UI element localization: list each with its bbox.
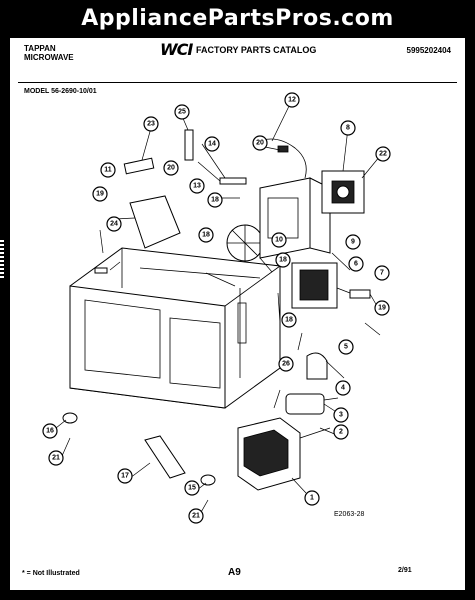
header-rule xyxy=(18,82,457,83)
callout-18c: 18 xyxy=(275,252,291,268)
callout-25: 25 xyxy=(174,104,190,120)
svg-text:19: 19 xyxy=(378,305,386,312)
callout-17: 17 xyxy=(117,468,133,484)
svg-text:5: 5 xyxy=(344,344,348,351)
callout-21b: 21 xyxy=(188,508,204,524)
hv-capacitor xyxy=(285,393,339,415)
svg-text:17: 17 xyxy=(121,473,129,480)
magnetron xyxy=(321,170,365,214)
callout-18d: 18 xyxy=(281,312,297,328)
callout-1: 1 xyxy=(304,490,320,506)
brand-block: TAPPAN MICROWAVE xyxy=(24,44,74,62)
power-transformer xyxy=(237,417,331,491)
watermark: AppliancePartsPros.com xyxy=(81,6,394,31)
figure-code: E2063-28 xyxy=(334,511,365,518)
part-24-clip xyxy=(94,267,108,274)
part-11-duct xyxy=(129,195,181,249)
capacitor-bracket xyxy=(306,352,328,380)
svg-text:3: 3 xyxy=(339,412,343,419)
part-17-strip xyxy=(144,435,186,479)
product-type: MICROWAVE xyxy=(24,53,74,62)
svg-text:18: 18 xyxy=(279,257,287,264)
callout-14: 14 xyxy=(204,136,220,152)
callout-3: 3 xyxy=(333,407,349,423)
callout-24: 24 xyxy=(106,216,122,232)
fan-blade xyxy=(226,224,264,262)
callout-12: 12 xyxy=(284,92,300,108)
callout-16: 16 xyxy=(42,423,58,439)
callout-19a: 19 xyxy=(92,186,108,202)
svg-text:20: 20 xyxy=(256,140,264,147)
svg-text:11: 11 xyxy=(104,167,112,174)
part-7-switch xyxy=(349,289,371,299)
svg-text:12: 12 xyxy=(288,97,296,104)
callout-18b: 18 xyxy=(198,227,214,243)
svg-text:21: 21 xyxy=(52,455,60,462)
svg-text:8: 8 xyxy=(346,125,350,132)
svg-text:18: 18 xyxy=(285,317,293,324)
svg-text:25: 25 xyxy=(178,109,186,116)
callout-18a: 18 xyxy=(207,192,223,208)
svg-text:1: 1 xyxy=(310,495,314,502)
svg-text:15: 15 xyxy=(188,485,196,492)
callout-13: 13 xyxy=(189,178,205,194)
exploded-parts-diagram: 23 25 12 8 22 20 20 14 13 18 11 19 24 18… xyxy=(42,92,391,524)
svg-text:24: 24 xyxy=(110,221,118,228)
callout-26: 26 xyxy=(278,356,294,372)
svg-text:22: 22 xyxy=(379,151,387,158)
callout-8: 8 xyxy=(340,120,356,136)
svg-text:10: 10 xyxy=(275,237,283,244)
svg-text:26: 26 xyxy=(282,361,290,368)
callout-21a: 21 xyxy=(48,450,64,466)
callout-23: 23 xyxy=(143,116,159,132)
fan-shroud xyxy=(259,177,331,259)
svg-text:16: 16 xyxy=(46,428,54,435)
brand-name: TAPPAN xyxy=(24,44,56,53)
svg-text:7: 7 xyxy=(380,270,384,277)
svg-text:2: 2 xyxy=(339,429,343,436)
callout-10: 10 xyxy=(271,232,287,248)
svg-text:18: 18 xyxy=(202,232,210,239)
hv-transformer xyxy=(291,262,338,309)
revision-date: 2/91 xyxy=(398,567,412,574)
catalog-page: TAPPAN MICROWAVE WCI FACTORY PARTS CATAL… xyxy=(10,38,465,590)
svg-text:6: 6 xyxy=(354,261,358,268)
svg-text:18: 18 xyxy=(211,197,219,204)
callout-7: 7 xyxy=(374,265,390,281)
part-23-cover xyxy=(123,157,155,175)
leader-lines xyxy=(55,99,381,515)
svg-text:23: 23 xyxy=(147,121,155,128)
callout-20b: 20 xyxy=(163,160,179,176)
callout-19b: 19 xyxy=(374,300,390,316)
svg-text:13: 13 xyxy=(193,183,201,190)
page-number: A9 xyxy=(228,567,241,578)
callout-2: 2 xyxy=(333,424,349,440)
cabinet-frame xyxy=(69,247,281,409)
wci-logo: WCI xyxy=(160,40,193,59)
callout-9: 9 xyxy=(345,234,361,250)
callout-5: 5 xyxy=(338,339,354,355)
catalog-number: 5995202404 xyxy=(406,46,452,55)
part-16-foot xyxy=(62,412,78,424)
callout-20a: 20 xyxy=(252,135,268,151)
part-15-foot xyxy=(200,474,216,486)
svg-text:14: 14 xyxy=(208,141,216,148)
footer-note: * = Not Illustrated xyxy=(22,570,80,577)
scan-edge xyxy=(0,240,4,280)
svg-text:21: 21 xyxy=(192,513,200,520)
catalog-title: FACTORY PARTS CATALOG xyxy=(196,45,317,55)
svg-text:9: 9 xyxy=(351,239,355,246)
part-14-bracket xyxy=(219,177,247,185)
svg-text:19: 19 xyxy=(96,191,104,198)
callout-4: 4 xyxy=(335,380,351,396)
callout-6: 6 xyxy=(348,256,364,272)
callout-15: 15 xyxy=(184,480,200,496)
svg-text:4: 4 xyxy=(341,385,345,392)
part-25-lamp xyxy=(184,129,194,161)
callout-11: 11 xyxy=(100,162,116,178)
callout-22: 22 xyxy=(375,146,391,162)
svg-text:20: 20 xyxy=(167,165,175,172)
model-number: MODEL 56-2690-10/01 xyxy=(24,88,97,95)
